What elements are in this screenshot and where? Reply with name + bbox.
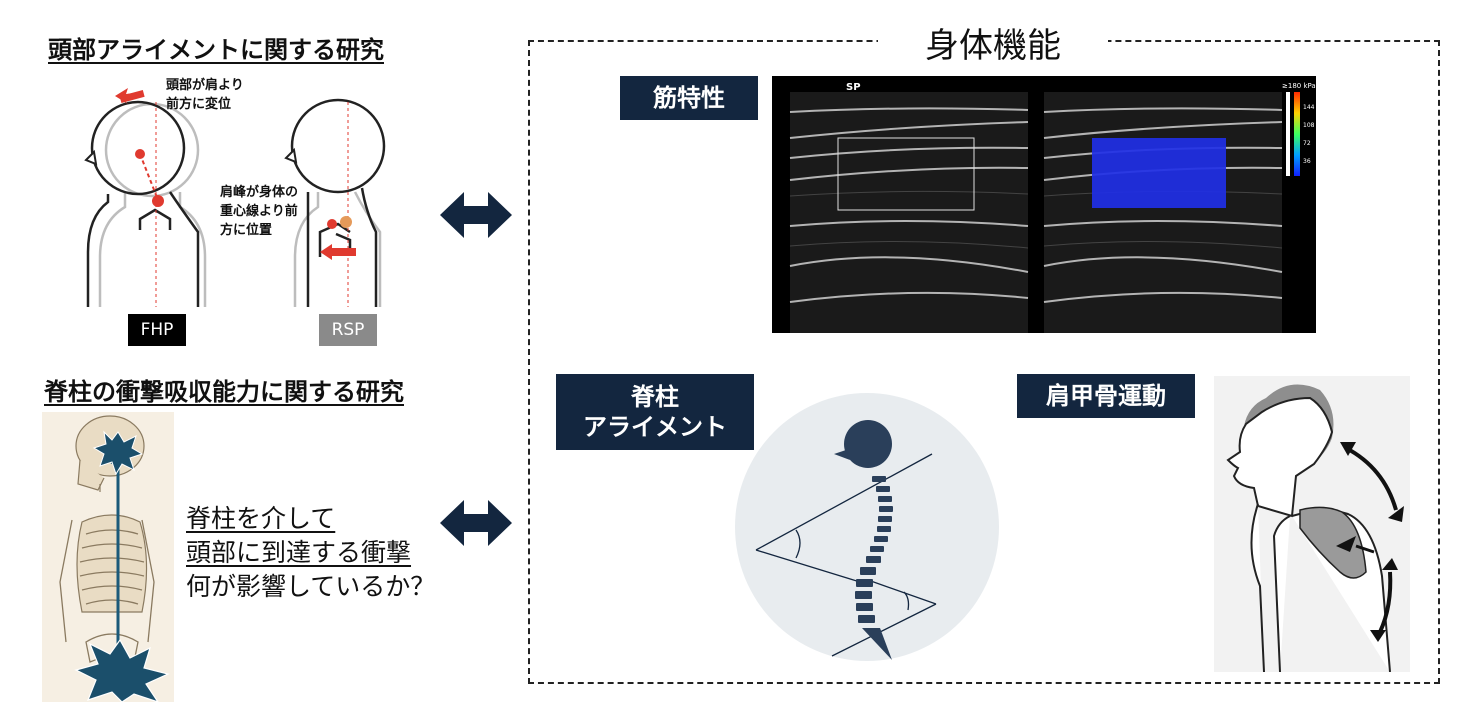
spine-alignment-diagram [735,393,999,661]
scapula-illustration [1214,376,1410,672]
scapula-movement-label: 肩甲骨運動 [1017,374,1195,418]
starburst-impact-icon [74,638,170,702]
double-arrow-icon [440,500,512,546]
spine-shock-heading: 脊柱の衝撃吸収能力に関する研究 [44,378,404,406]
panel-title: 身体機能 [878,18,1108,66]
note-shoulder-position: 肩峰が身体の 重心線より前 方に位置 [220,185,299,238]
note-head-displacement: 頭部が肩より 前方に変位 [166,78,244,112]
starburst-impact-icon [92,430,144,476]
scale-tick: 144 [1303,104,1315,111]
skeleton-illustration [42,412,174,702]
ultrasound-scale-unit: ≥180 kPa [1282,82,1316,90]
spine-alignment-label: 脊柱アライメント [556,374,754,450]
head-alignment-heading: 頭部アライメントに関する研究 [48,36,384,64]
scale-tick: 72 [1303,140,1311,147]
spine-shock-question: 脊柱を介して 頭部に到達する衝撃 何が影響しているか？ [186,504,436,601]
muscle-characteristics-label: 筋特性 [620,76,758,120]
scale-tick: 108 [1303,122,1315,129]
posture-illustration [84,88,386,307]
tag-fhp: FHP [128,314,186,346]
ultrasound-left-tag: SP [846,82,861,93]
scale-tick: 36 [1303,158,1311,165]
tag-rsp: RSP [319,314,377,346]
ultrasound-image: SP ≥180 kPa 144 108 72 36 [772,76,1316,333]
double-arrow-icon [440,192,512,238]
